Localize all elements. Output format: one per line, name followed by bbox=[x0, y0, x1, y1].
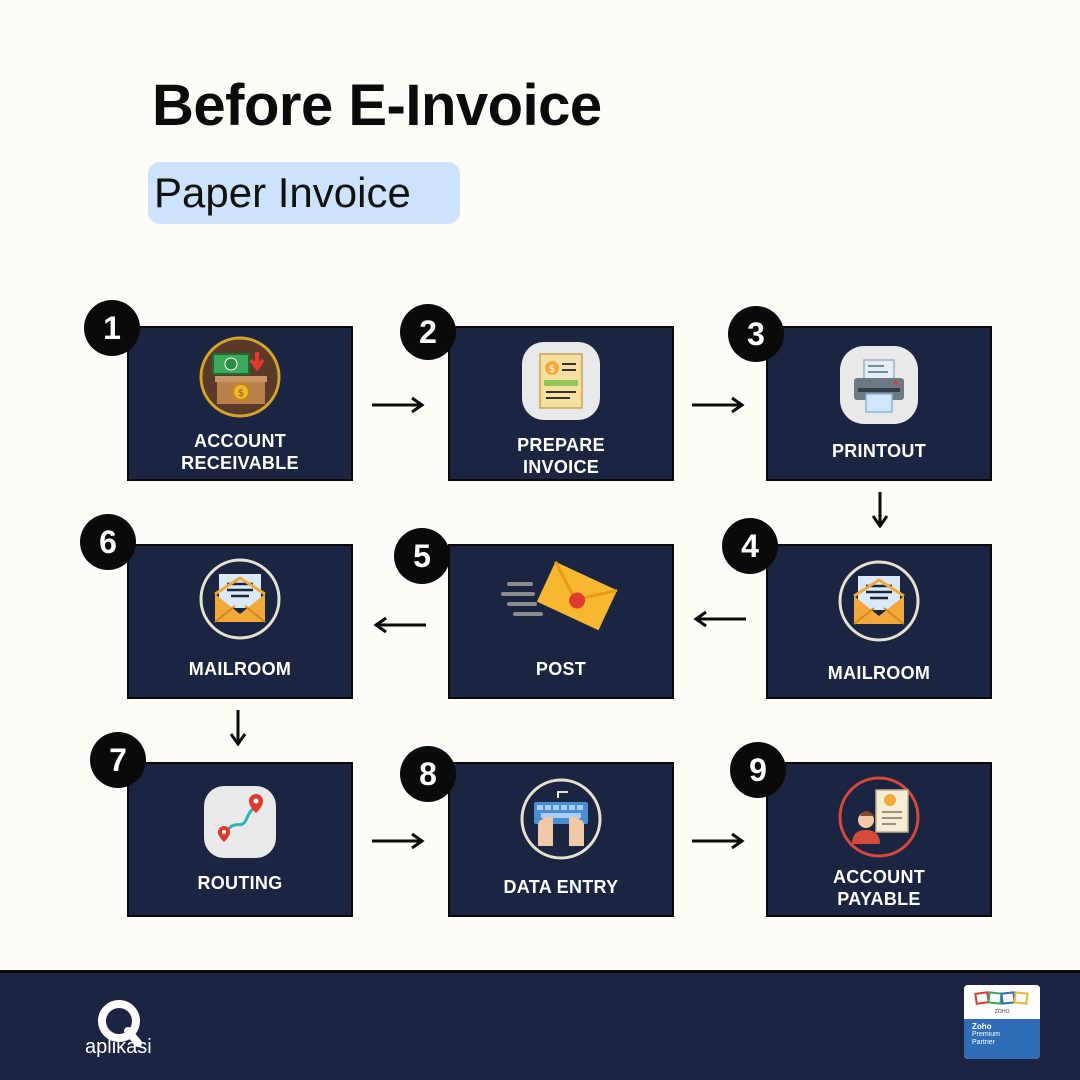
step-label: ACCOUNT bbox=[832, 867, 926, 887]
step-account-payable: ACCOUNT PAYABLE bbox=[766, 762, 992, 917]
step-badge-1: 1 bbox=[84, 300, 140, 356]
partner-label-3: Partner bbox=[972, 1039, 995, 1046]
svg-text:$: $ bbox=[549, 364, 555, 375]
arrow-down-icon bbox=[229, 710, 247, 746]
step-label-2: RECEIVABLE bbox=[181, 453, 299, 473]
person-document-icon bbox=[838, 776, 920, 858]
step-badge-8: 8 bbox=[400, 746, 456, 802]
step-badge-5: 5 bbox=[394, 528, 450, 584]
step-printout: PRINTOUT bbox=[766, 326, 992, 481]
step-prepare-invoice: $ PREPARE INVOICE bbox=[448, 326, 674, 481]
step-label-2: INVOICE bbox=[522, 457, 600, 477]
step-mailroom-receiver: MAILROOM bbox=[127, 544, 353, 699]
step-post: POST bbox=[448, 544, 674, 699]
arrow-right-icon bbox=[692, 832, 745, 850]
step-routing: ROUTING bbox=[127, 762, 353, 917]
step-badge-3: 3 bbox=[728, 306, 784, 362]
step-label: ACCOUNT bbox=[193, 431, 287, 451]
page-title: Before E-Invoice bbox=[152, 73, 602, 138]
route-pin-icon bbox=[202, 784, 278, 860]
step-label: MAILROOM bbox=[188, 659, 292, 679]
flying-envelope-icon bbox=[501, 554, 621, 636]
svg-text:$: $ bbox=[238, 388, 244, 399]
zoho-wordmark: ZOHO bbox=[994, 1009, 1009, 1015]
aplikasi-logo-icon bbox=[98, 1000, 142, 1047]
printer-icon bbox=[838, 344, 920, 426]
arrow-left-icon bbox=[373, 616, 426, 634]
footer-bar bbox=[0, 970, 1080, 1080]
step-account-receivable: $ ACCOUNT RECEIVABLE bbox=[127, 326, 353, 481]
arrow-right-icon bbox=[372, 396, 425, 414]
envelope-icon bbox=[838, 560, 920, 642]
invoice-document-icon: $ bbox=[520, 340, 602, 422]
arrow-right-icon bbox=[372, 832, 425, 850]
keyboard-hands-icon bbox=[520, 778, 602, 860]
brand-name: aplikasi bbox=[85, 1036, 152, 1058]
step-badge-6: 6 bbox=[80, 514, 136, 570]
step-badge-2: 2 bbox=[400, 304, 456, 360]
step-badge-7: 7 bbox=[90, 732, 146, 788]
envelope-icon bbox=[199, 558, 281, 640]
step-label: MAILROOM bbox=[827, 663, 931, 683]
step-label: POST bbox=[535, 659, 587, 679]
step-badge-9: 9 bbox=[730, 742, 786, 798]
zoho-partner-badge: ZOHO Zoho Premium Partner bbox=[964, 985, 1040, 1059]
page-subtitle: Paper Invoice bbox=[148, 162, 460, 224]
step-badge-4: 4 bbox=[722, 518, 778, 574]
step-data-entry: DATA ENTRY bbox=[448, 762, 674, 917]
arrow-down-icon bbox=[871, 492, 889, 528]
zoho-logo-icon: ZOHO bbox=[974, 991, 1029, 1015]
cash-register-icon: $ bbox=[199, 336, 281, 418]
arrow-right-icon bbox=[692, 396, 745, 414]
step-mailroom-sender: MAILROOM bbox=[766, 544, 992, 699]
step-label: ROUTING bbox=[197, 873, 283, 893]
step-label: DATA ENTRY bbox=[503, 877, 619, 897]
step-label: PREPARE bbox=[517, 435, 605, 455]
step-label: PRINTOUT bbox=[831, 441, 927, 461]
arrow-left-icon bbox=[693, 610, 746, 628]
partner-label-2: Premium bbox=[972, 1031, 1001, 1038]
partner-label-1: Zoho bbox=[972, 1022, 992, 1031]
step-label-2: PAYABLE bbox=[837, 889, 921, 909]
